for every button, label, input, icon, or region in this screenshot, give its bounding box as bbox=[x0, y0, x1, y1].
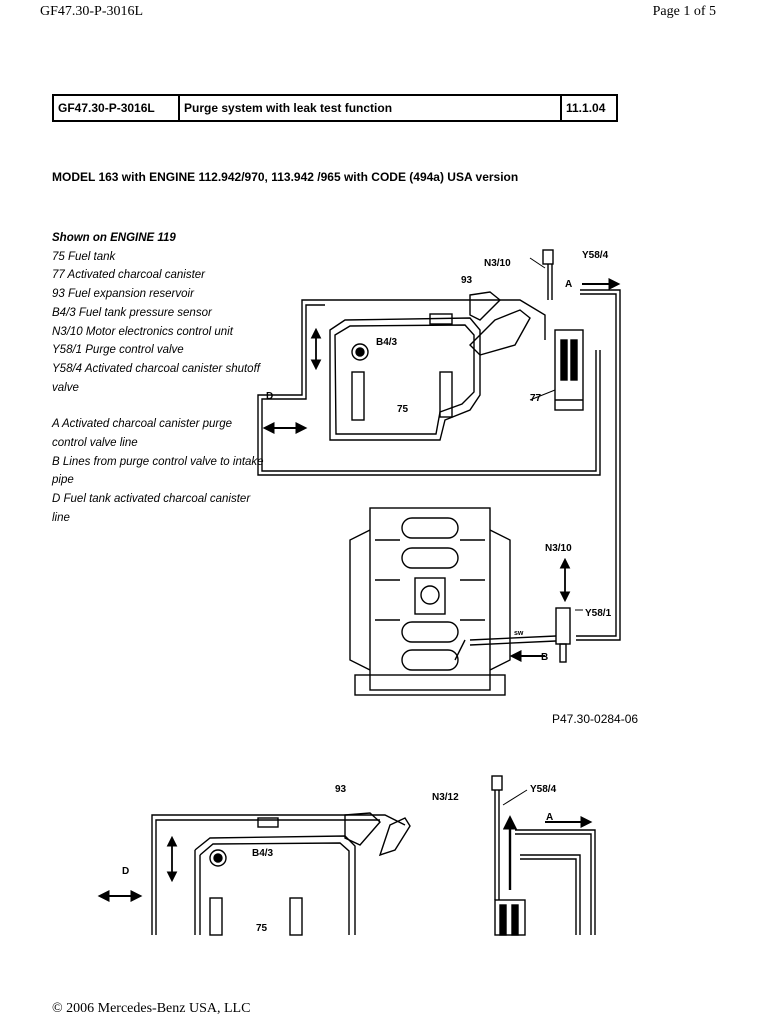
legend-item: 93 Fuel expansion reservoir bbox=[52, 288, 194, 301]
label-d: D bbox=[266, 391, 273, 402]
engine-block bbox=[349, 507, 511, 696]
header-page-number: Page 1 of 5 bbox=[652, 4, 716, 19]
label-y58-4: Y58/4 bbox=[530, 784, 557, 795]
label-77: 77 bbox=[530, 393, 542, 404]
label-y58-4: Y58/4 bbox=[582, 250, 609, 261]
line-d-loop bbox=[257, 299, 601, 476]
label-b4-3: B4/3 bbox=[376, 337, 398, 348]
label-a: A bbox=[546, 812, 553, 823]
legend-item: Y58/1 Purge control valve bbox=[52, 344, 184, 357]
legend: Shown on ENGINE 119 75 Fuel tank 77 Acti… bbox=[52, 229, 267, 528]
legend-item: 77 Activated charcoal canister bbox=[52, 269, 205, 282]
line-a bbox=[576, 289, 621, 641]
legend-item: 75 Fuel tank bbox=[52, 250, 116, 263]
purge-valve-y58-1 bbox=[454, 607, 571, 663]
label-y58-1: Y58/1 bbox=[585, 608, 612, 619]
label-sw: sw bbox=[514, 630, 524, 637]
header-doc-id: GF47.30-P-3016L bbox=[40, 4, 144, 19]
legend-line: D Fuel tank activated charcoal canister … bbox=[52, 493, 251, 524]
legend-item: B4/3 Fuel tank pressure sensor bbox=[52, 306, 212, 319]
label-75: 75 bbox=[397, 404, 409, 415]
charcoal-canister-77 bbox=[554, 329, 584, 411]
title-row: GF47.30-P-3016L Purge system with leak t… bbox=[52, 94, 618, 122]
legend-item: Y58/4 Activated charcoal canister shutof… bbox=[52, 362, 260, 394]
expansion-reservoir-93 bbox=[429, 291, 531, 356]
figure-code: P47.30-0284-06 bbox=[552, 712, 639, 726]
title-date: 11.1.04 bbox=[560, 94, 618, 122]
footer-copyright: © 2006 Mercedes-Benz USA, LLC bbox=[52, 1001, 251, 1016]
shutoff-valve-y58-4 bbox=[542, 249, 554, 300]
legend-shown-on: Shown on ENGINE 119 bbox=[52, 232, 176, 244]
title-table: GF47.30-P-3016L Purge system with leak t… bbox=[52, 94, 618, 122]
title-description: Purge system with leak test function bbox=[178, 94, 562, 122]
label-n3-10-low: N3/10 bbox=[545, 543, 572, 554]
label-93: 93 bbox=[461, 275, 473, 286]
title-doc-id: GF47.30-P-3016L bbox=[52, 94, 180, 122]
label-b4-3: B4/3 bbox=[252, 848, 274, 859]
purge-system-diagram-2 bbox=[97, 775, 596, 936]
legend-line: B Lines from purge control valve to inta… bbox=[52, 455, 264, 487]
line-tank-top bbox=[325, 299, 546, 340]
label-b: B bbox=[541, 652, 548, 663]
label-75: 75 bbox=[256, 923, 268, 934]
legend-line: A Activated charcoal canister purge cont… bbox=[52, 418, 233, 450]
fuel-tank-75 bbox=[329, 317, 481, 441]
model-line: MODEL 163 with ENGINE 112.942/970, 113.9… bbox=[52, 170, 519, 184]
label-93: 93 bbox=[335, 784, 347, 795]
label-n3-10-top: N3/10 bbox=[484, 258, 511, 269]
label-n3-12: N3/12 bbox=[432, 792, 459, 803]
legend-item: N3/10 Motor electronics control unit bbox=[52, 325, 233, 338]
label-d: D bbox=[122, 866, 129, 877]
label-a: A bbox=[565, 279, 572, 290]
